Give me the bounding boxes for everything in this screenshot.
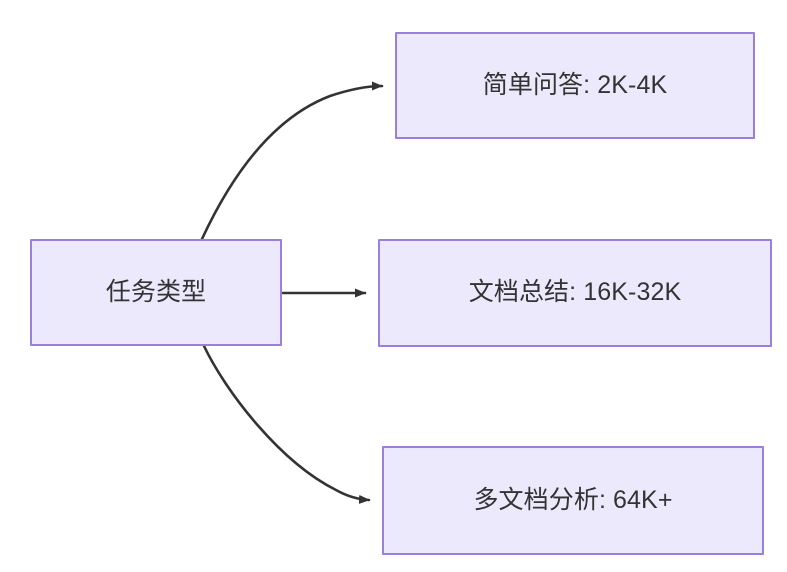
- node-simple-qa[interactable]: 简单问答: 2K-4K: [395, 32, 755, 139]
- node-document-summary[interactable]: 文档总结: 16K-32K: [378, 239, 772, 347]
- edge-source-to-multidoc: [202, 344, 371, 504]
- node-label: 文档总结: 16K-32K: [468, 278, 682, 307]
- edge-source-to-simple: [200, 81, 384, 241]
- node-label: 任务类型: [105, 277, 207, 306]
- node-task-type[interactable]: 任务类型: [30, 239, 282, 346]
- node-label: 简单问答: 2K-4K: [482, 70, 668, 99]
- node-multi-document-analysis[interactable]: 多文档分析: 64K+: [382, 446, 764, 555]
- node-label: 多文档分析: 64K+: [473, 485, 673, 514]
